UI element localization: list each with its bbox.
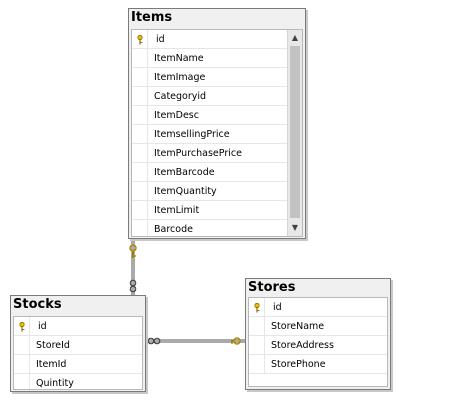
column-row[interactable]: StorePhone [249, 355, 387, 374]
column-row[interactable]: id [249, 298, 387, 317]
table-stores[interactable]: Stores id StoreName StoreAddress StorePh… [245, 278, 391, 390]
table-items[interactable]: Items id ItemName ItemImage Categoryid I… [128, 8, 306, 239]
chevron-up-icon[interactable]: ▲ [291, 33, 299, 42]
column-list: id StoreName StoreAddress StorePhone [248, 297, 388, 387]
column-row[interactable]: StoreId [14, 336, 142, 355]
column-name: Barcode [154, 224, 193, 235]
table-title: Items [131, 10, 173, 25]
column-name: ItemImage [154, 72, 206, 83]
key-icon [254, 303, 260, 313]
column-name: ItemPurchasePrice [154, 148, 242, 159]
column-name: id [156, 34, 165, 45]
table-stocks[interactable]: Stocks id StoreId ItemId Quintity [10, 295, 146, 392]
column-row[interactable]: StoreName [249, 317, 387, 336]
table-title: Stocks [13, 297, 62, 312]
column-name: ItemLimit [154, 205, 200, 216]
key-icon [129, 244, 137, 258]
column-name: id [38, 321, 47, 332]
column-name: ItemDesc [154, 110, 199, 121]
column-list: id ItemName ItemImage Categoryid ItemDes… [131, 29, 303, 237]
key-icon [231, 337, 241, 345]
column-row[interactable]: ItemPurchasePrice [132, 144, 287, 163]
table-title: Stores [248, 280, 296, 295]
column-name: Quintity [36, 378, 74, 389]
column-row[interactable]: Quintity [14, 374, 142, 389]
column-name: ItemBarcode [154, 167, 215, 178]
key-icon [19, 322, 25, 332]
relationship-stocks-stores[interactable] [145, 337, 245, 345]
column-row[interactable]: ItemDesc [132, 106, 287, 125]
column-row[interactable]: id [14, 317, 142, 336]
column-row[interactable]: ItemId [14, 355, 142, 374]
column-row[interactable]: ItemName [132, 49, 287, 68]
column-row[interactable]: StoreAddress [249, 336, 387, 355]
column-name: StoreName [271, 321, 325, 332]
column-row[interactable]: Barcode [132, 220, 287, 236]
column-name: ItemQuantity [154, 186, 217, 197]
column-row[interactable]: id [132, 30, 287, 49]
column-name: Categoryid [154, 91, 207, 102]
column-name: id [273, 302, 282, 313]
column-row[interactable]: Categoryid [132, 87, 287, 106]
infinity-icon [147, 337, 161, 345]
column-row[interactable]: ItemLimit [132, 201, 287, 220]
column-list: id StoreId ItemId Quintity [13, 316, 143, 390]
column-row[interactable]: ItemImage [132, 68, 287, 87]
scroll-thumb[interactable] [290, 46, 300, 218]
relationship-stocks-items[interactable] [129, 240, 137, 295]
column-row[interactable]: ItemQuantity [132, 182, 287, 201]
column-name: StoreId [36, 340, 70, 351]
column-name: StoreAddress [271, 340, 334, 351]
chevron-down-icon[interactable]: ▼ [291, 223, 299, 232]
key-icon [137, 35, 143, 45]
column-name: ItemId [36, 359, 67, 370]
infinity-icon [129, 279, 137, 293]
column-name: StorePhone [271, 359, 326, 370]
column-row[interactable]: ItemsellingPrice [132, 125, 287, 144]
column-name: ItemName [154, 53, 204, 64]
column-row[interactable]: ItemBarcode [132, 163, 287, 182]
column-name: ItemsellingPrice [154, 129, 230, 140]
vertical-scrollbar[interactable]: ▲ ▼ [287, 30, 302, 236]
